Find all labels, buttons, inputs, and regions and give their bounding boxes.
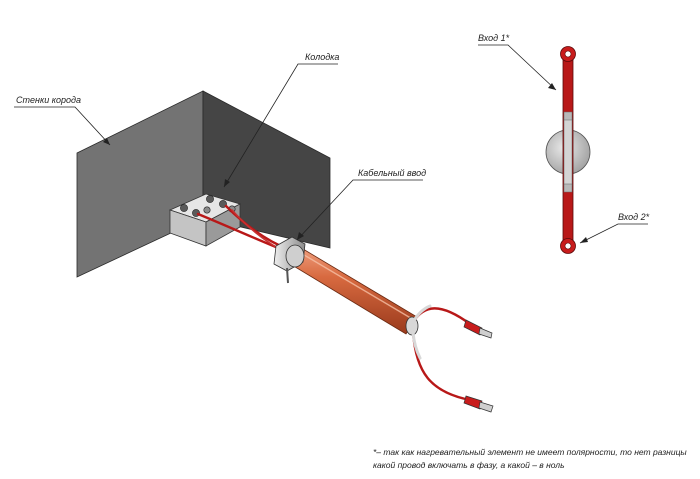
label-gland: Кабельный ввод — [358, 168, 426, 178]
leader-input2 — [579, 223, 648, 244]
heater-element-front-view — [545, 46, 591, 254]
wall-left — [76, 90, 204, 278]
cable-gland — [273, 236, 306, 284]
leader-lines — [14, 44, 648, 244]
leader-input1 — [478, 44, 557, 91]
terminal-block — [168, 193, 242, 247]
output-leads — [411, 304, 472, 402]
leader-walls — [14, 106, 111, 146]
label-walls: Стенки корода — [16, 95, 81, 105]
footnote-line-1: *– так как нагревательный элемент не име… — [373, 447, 687, 457]
lead-lower — [411, 330, 472, 402]
label-block: Колодка — [305, 52, 339, 62]
crimp-terminal — [463, 319, 493, 339]
label-input-1: Вход 1* — [478, 33, 510, 43]
terminal-screw — [219, 200, 227, 208]
heater-cable — [286, 245, 418, 335]
leader-gland — [296, 179, 423, 241]
terminal-screw — [206, 195, 214, 203]
leader-block — [223, 63, 338, 188]
terminal-screw — [180, 204, 188, 212]
footnote-line-2: какой провод включать в фазу, а какой – … — [373, 460, 565, 470]
label-input-2: Вход 2* — [618, 212, 650, 222]
crimp-terminal — [463, 395, 494, 413]
